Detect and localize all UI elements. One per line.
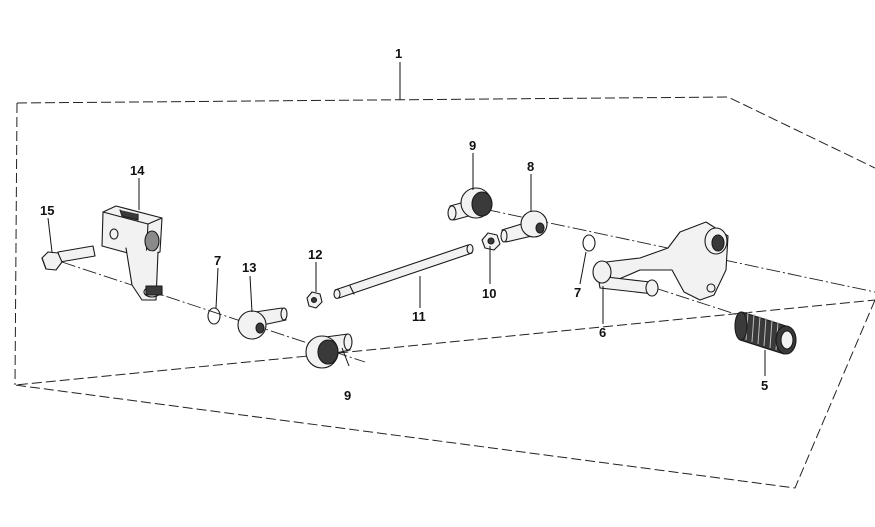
callout-5: 5 bbox=[761, 378, 768, 393]
callout-12: 12 bbox=[308, 247, 322, 262]
part-13-ball-joint bbox=[237, 307, 288, 340]
callout-9-top: 9 bbox=[469, 138, 476, 153]
part-7-circlip-right bbox=[582, 234, 596, 252]
callout-13: 13 bbox=[242, 260, 256, 275]
callout-1: 1 bbox=[395, 46, 402, 61]
part-10-nut bbox=[481, 232, 501, 251]
part-14-shift-arm bbox=[101, 205, 163, 301]
callout-7-right: 7 bbox=[574, 285, 581, 300]
part-9-ball-socket-upper bbox=[447, 187, 493, 221]
callout-10: 10 bbox=[482, 286, 496, 301]
callout-14: 14 bbox=[130, 163, 145, 178]
callout-8: 8 bbox=[527, 159, 534, 174]
boundary-left-edge bbox=[14, 102, 18, 386]
callout-15: 15 bbox=[40, 203, 54, 218]
callout-9-bottom: 9 bbox=[344, 388, 351, 403]
assembly-boundary bbox=[14, 96, 875, 489]
part-12-nut bbox=[306, 291, 323, 309]
part-8-ball-joint bbox=[500, 210, 548, 243]
part-5-pedal-rubber bbox=[734, 311, 797, 355]
callout-11: 11 bbox=[412, 309, 426, 324]
part-9-ball-socket-lower bbox=[305, 333, 353, 369]
part-15-bolt bbox=[41, 245, 96, 271]
part-7-circlip-left bbox=[207, 307, 221, 325]
leader-lines bbox=[47, 62, 766, 376]
part-11-rod bbox=[333, 243, 474, 300]
callout-6: 6 bbox=[599, 325, 606, 340]
callout-7-left: 7 bbox=[214, 253, 221, 268]
part-6-shift-pedal bbox=[592, 221, 729, 301]
callout-labels: 1 5 6 7 7 8 9 9 10 11 12 13 14 15 bbox=[40, 46, 768, 403]
